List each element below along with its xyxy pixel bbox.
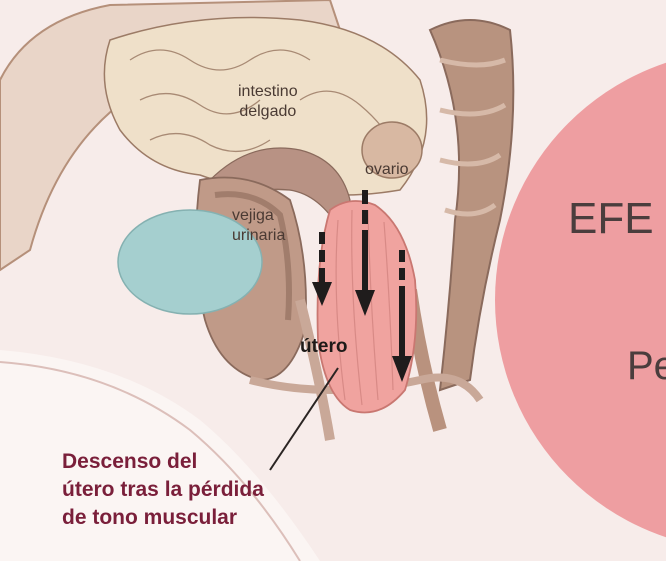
pink-circle xyxy=(495,62,666,538)
caption-line-2: útero tras la pérdida xyxy=(62,478,264,501)
small-intestine xyxy=(103,16,428,196)
circle-heading: EFE xyxy=(568,194,654,243)
caption-line-3: de tono muscular xyxy=(62,506,238,529)
caption-line-1: Descenso del xyxy=(62,450,198,473)
label-ovario: ovario xyxy=(365,161,409,178)
circle-subtext: Pe xyxy=(627,344,666,388)
label-intestino-delgado: intestino delgado xyxy=(238,83,298,120)
descent-arrows xyxy=(312,190,412,382)
label-utero: útero xyxy=(300,336,348,357)
pubic-bone xyxy=(117,209,263,315)
label-vejiga-urinaria: vejiga urinaria xyxy=(232,207,286,244)
ovary xyxy=(361,121,423,179)
caption: Descenso del útero tras la pérdida de to… xyxy=(62,448,264,532)
caption-leader-line xyxy=(269,367,339,471)
